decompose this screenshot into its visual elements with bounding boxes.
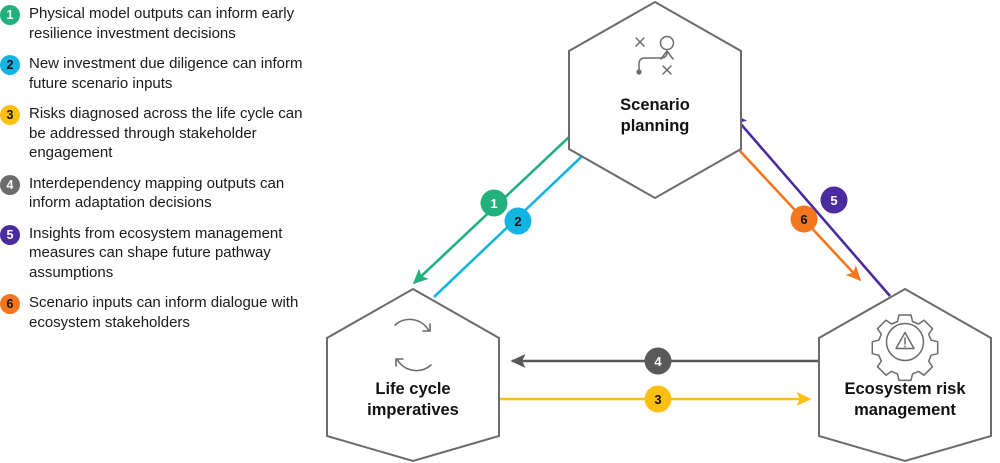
legend-badge-2: 2 (0, 55, 20, 75)
scenario-planning-label-line2: planning (621, 117, 690, 135)
legend-item-3: 3 Risks diagnosed across the life cycle … (0, 104, 310, 163)
connector-badge-2-circle (504, 207, 532, 235)
legend-text-6: Scenario inputs can inform dialogue with… (29, 294, 299, 331)
connector-badge-6-number: 6 (800, 212, 807, 227)
strategy-playbook-icon (635, 35, 675, 75)
connector-badge-1-number: 1 (490, 196, 497, 211)
legend-badge-6: 6 (0, 294, 20, 314)
life-cycle-label-line1: Life cycle (375, 380, 450, 398)
gear-warning-icon (871, 314, 939, 382)
connector-badge-6: 6 (790, 205, 818, 233)
cycle-refresh-icon (394, 318, 432, 372)
scenario-planning-hexagon[interactable] (568, 0, 742, 200)
connector-badge-4: 4 (644, 347, 672, 375)
connector-5-line (731, 113, 891, 297)
legend-text-4: Interdependency mapping outputs can info… (29, 174, 285, 212)
scenario-planning-label-line1: Scenario (620, 96, 690, 114)
connector-badge-6-circle (790, 205, 818, 233)
cycle-diagram: Scenario planning Life cycle imperatives (310, 0, 1000, 463)
node-scenario-planning[interactable]: Scenario planning (568, 0, 742, 200)
node-life-cycle-imperatives[interactable]: Life cycle imperatives (326, 287, 500, 463)
connector-badge-3-circle (644, 385, 672, 413)
legend-text-1: Physical model outputs can inform early … (29, 5, 295, 42)
legend-badge-4: 4 (0, 174, 20, 195)
connector-badge-1: 1 (480, 189, 508, 217)
connector-badge-5-circle (820, 186, 848, 214)
legend-panel: 1 Physical model outputs can inform earl… (0, 0, 310, 463)
legend-badge-5: 5 (0, 224, 20, 245)
ecosystem-risk-hexagon[interactable] (818, 287, 992, 463)
legend-item-5: 5 Insights from ecosystem management mea… (0, 224, 310, 283)
ecosystem-risk-label-line2: management (854, 401, 956, 419)
connector-badge-4-circle (644, 347, 672, 375)
legend-badge-1: 1 (0, 5, 20, 25)
legend-text-2: New investment due diligence can inform … (29, 55, 303, 92)
legend-badge-3: 3 (0, 105, 20, 125)
connector-badge-2: 2 (504, 207, 532, 235)
connector-badge-1-circle (480, 189, 508, 217)
connector-badge-5-number: 5 (830, 193, 837, 208)
legend-item-1: 1 Physical model outputs can inform earl… (0, 4, 310, 43)
legend-item-2: 2 New investment due diligence can infor… (0, 54, 310, 93)
ecosystem-risk-label-line1: Ecosystem risk (844, 380, 966, 398)
life-cycle-hexagon[interactable] (326, 287, 500, 463)
legend-text-5: Insights from ecosystem management measu… (29, 224, 283, 281)
connector-5-ecosystem-to-scenario (731, 113, 891, 297)
legend-item-6: 6 Scenario inputs can inform dialogue wi… (0, 293, 310, 332)
connector-badge-4-number: 4 (654, 354, 662, 369)
life-cycle-label-line2: imperatives (367, 401, 459, 419)
legend-item-4: 4 Interdependency mapping outputs can in… (0, 174, 310, 213)
connector-badge-2-number: 2 (514, 214, 521, 229)
node-ecosystem-risk-management[interactable]: Ecosystem risk management (818, 287, 992, 463)
legend-text-3: Risks diagnosed across the life cycle ca… (29, 105, 303, 161)
connector-badge-3-number: 3 (654, 392, 661, 407)
connector-badge-3: 3 (644, 385, 672, 413)
connector-badge-5: 5 (820, 186, 848, 214)
